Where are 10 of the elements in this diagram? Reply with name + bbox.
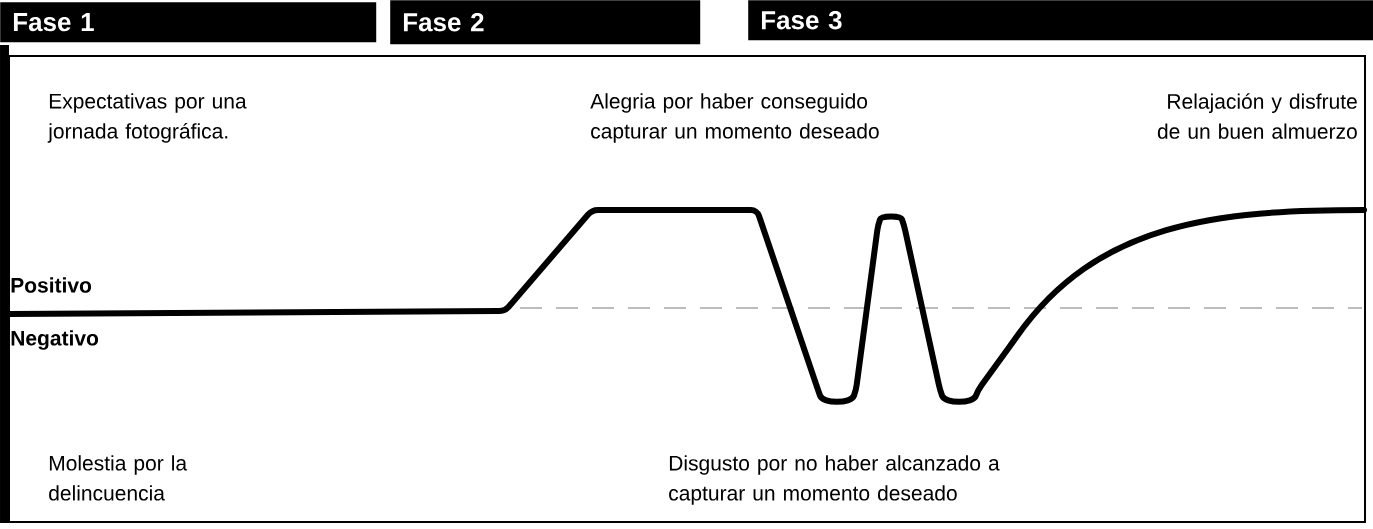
phase-header: Fase 3	[748, 0, 1373, 41]
annotation-text: Expectativas por una jornada fotográfica.	[47, 93, 247, 143]
annotation-text: Disgusto por no haber alcanzado a capturar un momento deseado	[669, 455, 1000, 505]
phase-header: Fase 2	[390, 0, 701, 45]
annotation-text: Relajación y disfrute de un buen almuerzo	[1157, 93, 1357, 139]
axis-label: Positivo	[11, 277, 92, 293]
annotation-text: Alegria por haber conseguido capturar un momento deseado	[590, 93, 879, 143]
phase-header: Fase 1	[0, 2, 377, 43]
annotation-text: Molestia por la delincuencia	[49, 455, 188, 501]
axis-label: Negativo	[11, 330, 99, 350]
